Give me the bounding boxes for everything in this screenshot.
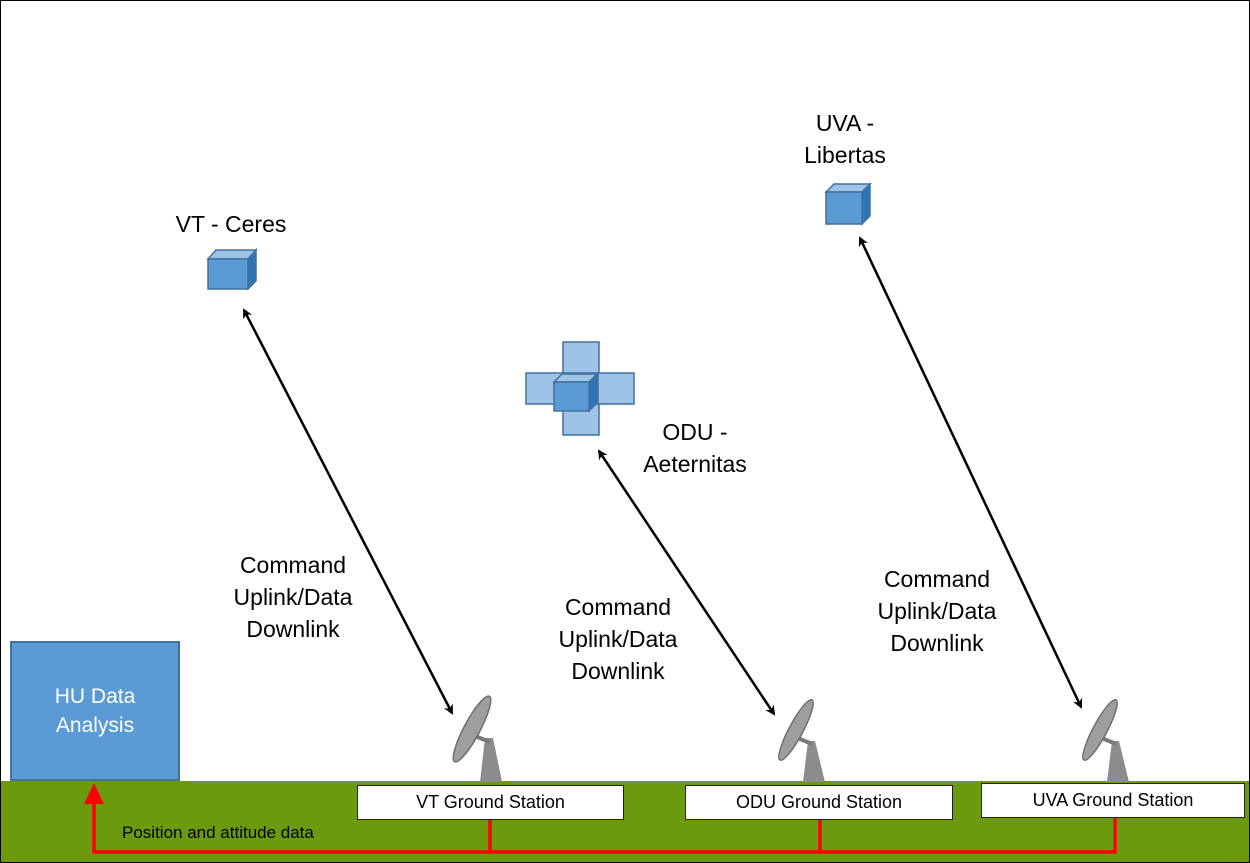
uva-dish-antenna-icon [1082, 699, 1129, 782]
uva-libertas-satellite-icon [824, 182, 872, 226]
odu-link-label: Command Uplink/Data Downlink [558, 594, 678, 684]
odu-dish-antenna-icon [778, 699, 825, 782]
uva-libertas-label: UVA - Libertas [804, 110, 886, 168]
vt-ceres-satellite-icon [206, 248, 258, 291]
odu-aeternitas-satellite-icon [525, 341, 635, 436]
odu-ground-station-box: ODU Ground Station [685, 785, 953, 820]
vt-ground-station-box: VT Ground Station [357, 785, 624, 820]
uva-ground-station-box: UVA Ground Station [981, 783, 1245, 818]
uva-link-label: Command Uplink/Data Downlink [877, 566, 997, 656]
data-path [84, 783, 1117, 854]
vt-dish-antenna-icon [452, 695, 502, 782]
vt-link-label: Command Uplink/Data Downlink [233, 552, 353, 642]
vt-ceres-label: VT - Ceres [175, 211, 287, 237]
odu-aeternitas-label: ODU - Aeternitas [643, 419, 747, 477]
hu-data-analysis-box: HU Data Analysis [10, 641, 180, 781]
hu-data-analysis-label: HU Data Analysis [54, 685, 136, 737]
vt-link-arrow [242, 308, 454, 715]
position-attitude-data-label: Position and attitude data [122, 823, 314, 842]
uva-link-arrow [858, 236, 1083, 709]
data-path-arrowhead [84, 783, 104, 804]
odu-link-arrow [597, 449, 776, 716]
